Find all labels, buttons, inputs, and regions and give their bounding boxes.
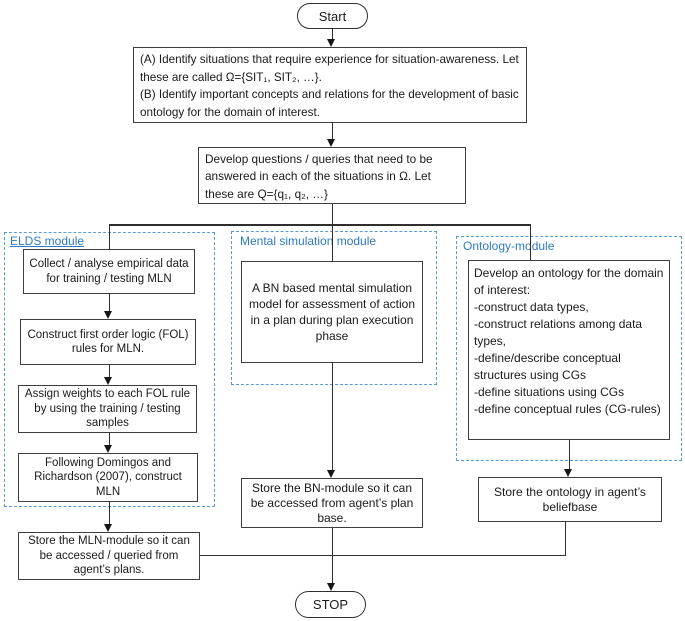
connector-line (331, 528, 333, 584)
arrow-down-icon (564, 469, 572, 477)
stop-label: STOP (312, 597, 349, 612)
store-bn-box: Store the BN-module so it can be accesse… (241, 478, 423, 528)
develop-questions-box: Develop questions / queries that need to… (198, 147, 466, 204)
connector-line (200, 554, 566, 556)
domingos-richardson-box: Following Domingos and Richardson (2007)… (18, 453, 198, 502)
arrow-down-icon (327, 139, 335, 147)
connector-line (568, 440, 570, 470)
start-label: Start (318, 8, 347, 24)
connector-line (108, 294, 110, 312)
connector-line (331, 224, 333, 261)
store-mln-box: Store the MLN-module so it can be access… (18, 532, 200, 580)
store-ontology-box: Store the ontology in agent’s beliefbase (478, 477, 662, 522)
arrow-down-icon (327, 470, 335, 478)
arrow-down-icon (104, 445, 112, 453)
connector-line (108, 433, 110, 446)
arrow-down-icon (327, 39, 335, 47)
connector-line (108, 365, 110, 378)
connector-line (331, 363, 333, 471)
connector-line (108, 224, 531, 226)
arrow-down-icon (104, 377, 112, 385)
identify-situations-box: (A) Identify situations that require exp… (133, 47, 527, 123)
arrow-down-icon (104, 524, 112, 532)
assign-weights-box: Assign weights to each FOL rule by using… (18, 385, 197, 433)
start-node: Start (297, 3, 368, 29)
develop-ontology-box: Develop an ontology for the domain of in… (468, 260, 670, 440)
connector-line (108, 224, 110, 249)
elds-module-label: ELDS module (8, 234, 87, 248)
connector-line (331, 29, 333, 40)
mental-simulation-module-label: Mental simulation module (238, 234, 379, 248)
connector-line (331, 204, 333, 225)
arrow-down-icon (327, 583, 335, 591)
connector-line (331, 123, 333, 140)
connector-line (108, 502, 110, 525)
connector-line (529, 224, 531, 260)
bn-mental-simulation-box: A BN based mental simulation model for a… (241, 261, 423, 363)
construct-fol-box: Construct first order logic (FOL) rules … (20, 319, 196, 365)
ontology-module-label: Ontology-module (461, 239, 557, 253)
collect-analyse-box: Collect / analyse empirical data for tra… (23, 249, 195, 294)
stop-node: STOP (295, 591, 366, 618)
connector-line (564, 522, 566, 556)
mental-simulation-module-frame (231, 231, 437, 385)
arrow-down-icon (104, 311, 112, 319)
